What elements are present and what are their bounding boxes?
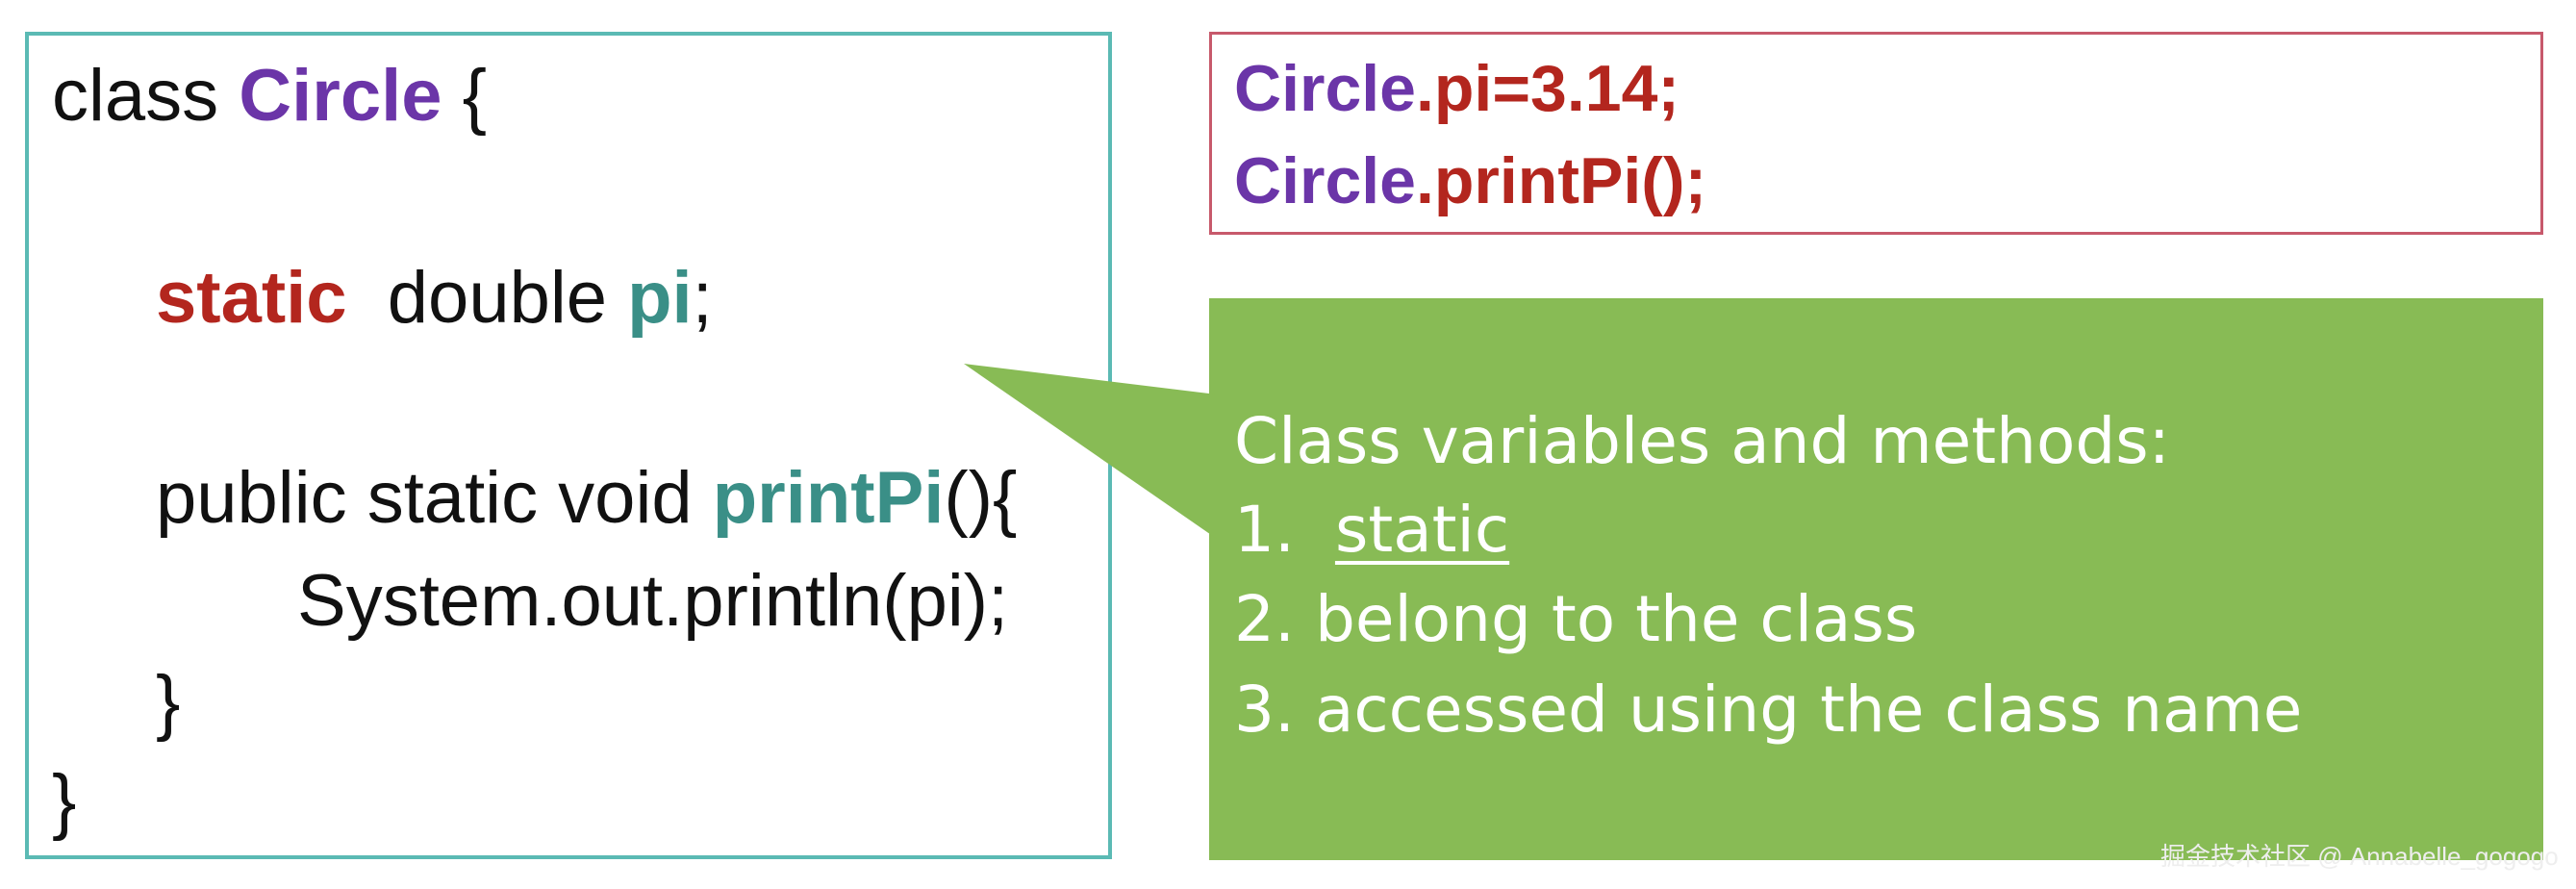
field-type: double bbox=[346, 257, 628, 339]
open-brace: { bbox=[442, 55, 488, 137]
code-line-method-body: System.out.println(pi); bbox=[297, 560, 1009, 642]
usage-method-call: .printPi(); bbox=[1416, 144, 1707, 217]
code-line-field: static double pi; bbox=[156, 262, 713, 335]
method-parens: (){ bbox=[944, 457, 1018, 539]
field-name: pi bbox=[627, 257, 693, 339]
static-keyword: static bbox=[156, 257, 347, 339]
note-item-1-text: static bbox=[1334, 493, 1510, 567]
watermark: 掘金技术社区 @ Annabelle_gogogo bbox=[2160, 842, 2559, 871]
note-item-3: 3. accessed using the class name bbox=[1234, 673, 2303, 747]
code-line-class-close: } bbox=[52, 760, 77, 842]
usage-panel bbox=[1209, 32, 2543, 235]
method-name: printPi bbox=[712, 457, 945, 539]
method-modifiers: public static void bbox=[156, 457, 713, 539]
code-line-method-signature: public static void printPi(){ bbox=[156, 462, 1017, 535]
callout-pointer bbox=[964, 364, 1217, 539]
note-title: Class variables and methods: bbox=[1234, 404, 2170, 478]
code-line-method-close: } bbox=[156, 661, 181, 743]
class-name: Circle bbox=[239, 55, 442, 137]
callout-body bbox=[1209, 298, 2543, 860]
usage-line-field: Circle.pi=3.14; bbox=[1234, 56, 1679, 121]
note-item-2: 2. belong to the class bbox=[1234, 582, 1918, 656]
semicolon: ; bbox=[692, 257, 713, 339]
usage-class-name: Circle bbox=[1234, 144, 1416, 217]
usage-class-name: Circle bbox=[1234, 52, 1416, 125]
note-item-1: 1. static bbox=[1234, 498, 1509, 562]
usage-field-access: .pi=3.14; bbox=[1416, 52, 1680, 125]
code-line-class-decl: class Circle { bbox=[52, 60, 487, 133]
class-keyword: class bbox=[52, 55, 240, 137]
note-item-1-number: 1. bbox=[1234, 493, 1335, 567]
usage-line-method: Circle.printPi(); bbox=[1234, 148, 1706, 214]
